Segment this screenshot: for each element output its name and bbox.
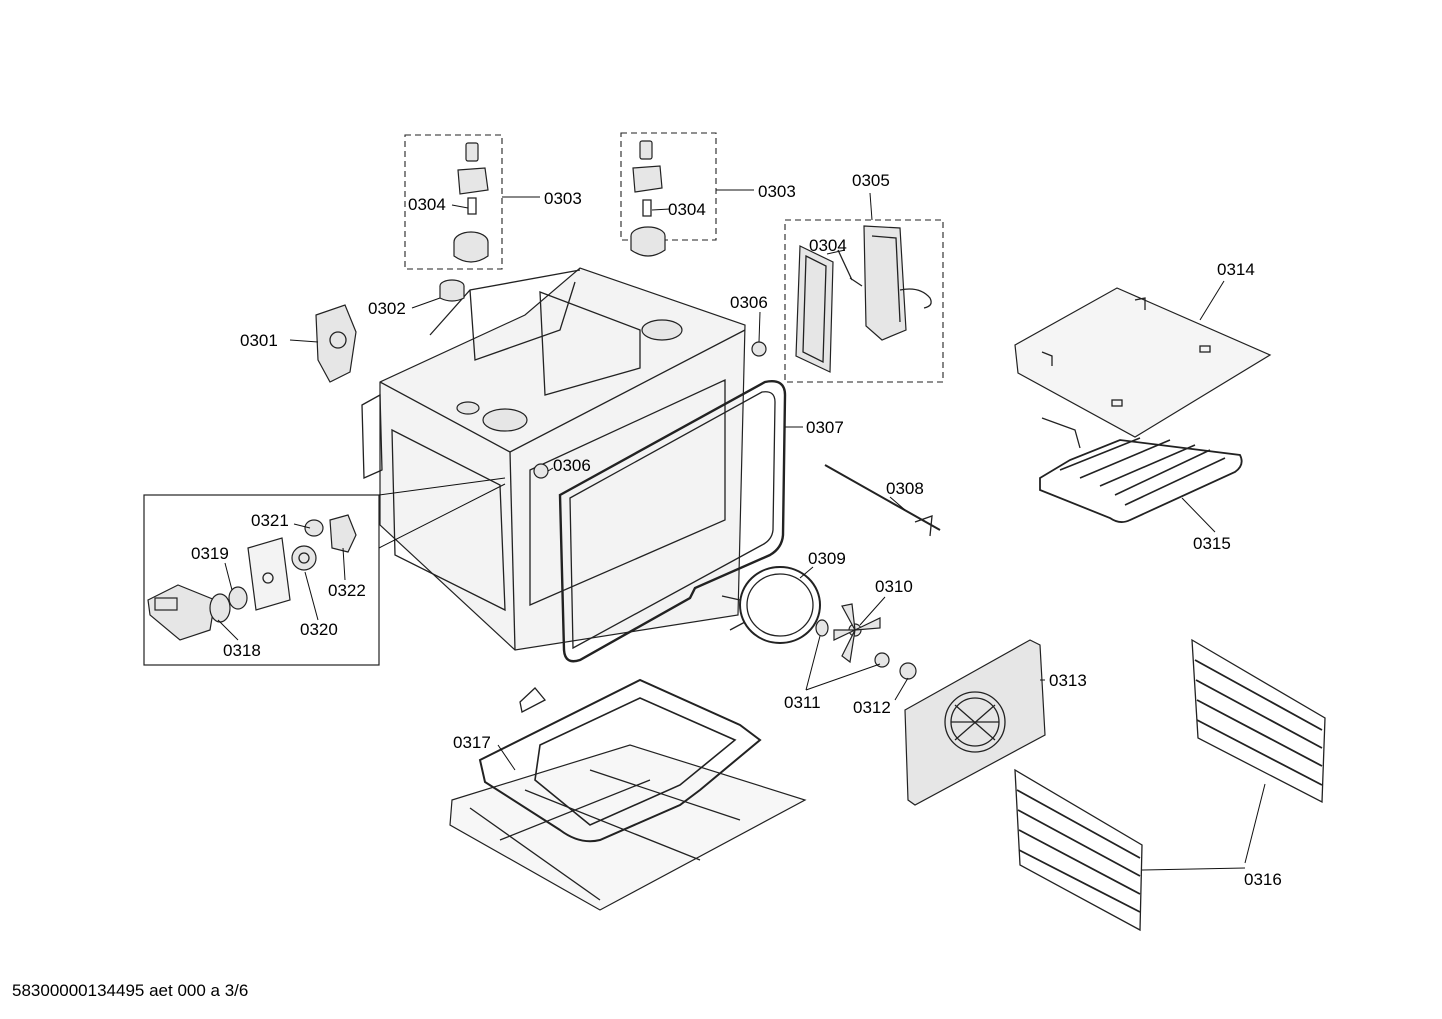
detail-inset-box: [143, 494, 380, 666]
sensor-rod-0308: [824, 464, 941, 531]
label-0321: 0321: [251, 511, 289, 530]
label-0311: 0311: [784, 693, 821, 712]
washer-0311-a: [815, 619, 829, 637]
label-0304-right: 0304: [668, 200, 706, 219]
label-0318: 0318: [223, 641, 261, 660]
label-0316: 0316: [1244, 870, 1282, 889]
top-heater-0315: [1039, 417, 1243, 523]
label-0309: 0309: [808, 549, 846, 568]
door-seal-0307: [558, 380, 787, 663]
label-0314: 0314: [1217, 260, 1255, 279]
fan-0310: [833, 603, 881, 664]
lamp-holder-right: [630, 140, 666, 257]
motor-0301: [315, 304, 357, 383]
label-0317: 0317: [453, 733, 491, 752]
label-0312: 0312: [853, 698, 891, 717]
label-0303-left: 0303: [544, 189, 582, 208]
label-0304-left: 0304: [408, 195, 446, 214]
label-0303-right: 0303: [758, 182, 796, 201]
label-0305: 0305: [852, 171, 890, 190]
label-0308: 0308: [886, 479, 924, 498]
side-lamp-parts: [795, 225, 932, 373]
label-0319: 0319: [191, 544, 229, 563]
label-0320: 0320: [300, 620, 338, 639]
lamp-assembly-box-right: [620, 132, 717, 241]
label-0307: 0307: [806, 418, 844, 437]
rack-rails-0316: [1014, 638, 1326, 932]
label-0315: 0315: [1193, 534, 1231, 553]
document-id-footer: 58300000134495 aet 000 a 3/6: [12, 981, 249, 1000]
oven-cavity: [361, 267, 746, 651]
sensor-rod-bracket: [914, 515, 933, 537]
fan-cover-0313: [904, 639, 1046, 806]
label-0306-upper: 0306: [730, 293, 768, 312]
label-0322: 0322: [328, 581, 366, 600]
lamp-socket-0302: [439, 279, 465, 302]
inset-parts: [147, 514, 357, 641]
label-0302: 0302: [368, 299, 406, 318]
label-0313: 0313: [1049, 671, 1087, 690]
label-0301: 0301: [240, 331, 278, 350]
label-0304-side: 0304: [809, 236, 847, 255]
leader-lines: [217, 189, 1266, 871]
ring-heater-0309: [721, 566, 821, 644]
lamp-assembly-box-left: [404, 134, 503, 270]
plug-0306-lower: [533, 463, 549, 479]
nut-0311-b: [874, 652, 890, 668]
label-0310: 0310: [875, 577, 913, 596]
top-plate-0314: [1014, 287, 1272, 438]
door-seal-inner: [569, 391, 776, 650]
nut-0312: [899, 662, 917, 680]
lamp-holder-left: [453, 142, 489, 263]
inset-callout-lines: [378, 477, 506, 549]
plug-0306-upper: [751, 341, 767, 357]
bottom-heater-0317: [449, 678, 807, 911]
label-0306-lower: 0306: [553, 456, 591, 475]
